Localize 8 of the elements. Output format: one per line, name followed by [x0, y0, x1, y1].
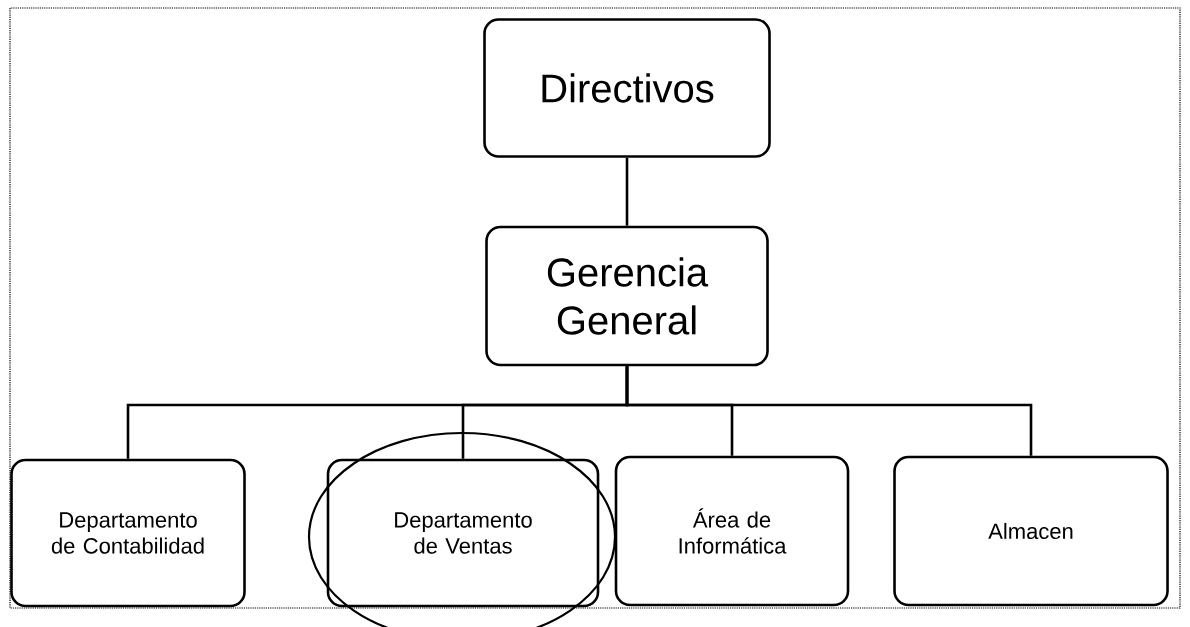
box: Departamento de Contabilidad	[10, 458, 246, 608]
box: Departamento de Ventas	[326, 458, 600, 608]
box: Área de Informática	[614, 455, 850, 607]
connector	[625, 366, 1033, 456]
box: Almacen	[893, 455, 1169, 607]
box: Directivos	[483, 18, 771, 158]
connector	[625, 157, 629, 226]
box: Gerencia General	[485, 225, 769, 367]
